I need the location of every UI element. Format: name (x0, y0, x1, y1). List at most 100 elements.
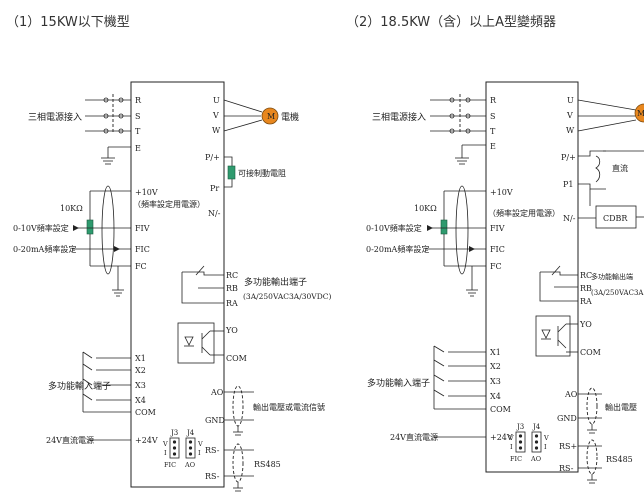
left-relay-rating: (3A/250VAC3A/30VDC) (243, 292, 331, 301)
left-term-x3: X3 (135, 381, 146, 390)
right-term-24v: +24V (490, 433, 513, 442)
left-term-v: V (212, 111, 219, 120)
right-term-10v: +10V (490, 188, 513, 197)
right-jumper-j4: J4 (532, 423, 541, 431)
right-term-x1: X1 (490, 348, 501, 357)
left-input-switches (82, 351, 131, 413)
right-term-x2: X2 (490, 362, 501, 371)
right-ao-shield (586, 387, 598, 425)
right-term-p-plus: P/+ (561, 153, 576, 162)
left-term-fic: FIC (135, 245, 150, 254)
left-supply-note: （頻率設定用電源） (133, 199, 205, 209)
left-jumper-v: V (162, 440, 168, 448)
left-term-x1: X1 (135, 354, 146, 363)
right-power-label: 三相電源接入 (372, 111, 426, 123)
right-cdbr-label: CDBR (603, 214, 628, 223)
left-relay-label: 多功能輸出端子 (244, 276, 307, 288)
right-relay-label: 多功能輸出端 (591, 272, 633, 281)
left-power-label: 三相電源接入 (28, 111, 82, 123)
right-term-com-in: COM (490, 405, 511, 414)
right-shield-loop (455, 185, 469, 275)
right-24v-label: 24V直流電源 (390, 432, 438, 442)
left-diagram: 三相電源接入 R S T E U V W M (13, 81, 331, 492)
left-term-x2: X2 (135, 366, 146, 375)
right-term-com-out: COM (580, 348, 601, 357)
right-term-fc: FC (490, 262, 502, 271)
right-term-w: W (566, 126, 575, 135)
right-diagram: 三相電源接入 R S T E U V W M (366, 81, 644, 484)
left-term-e: E (135, 144, 141, 153)
left-term-24v: +24V (135, 436, 158, 445)
left-term-10v: +10V (135, 188, 158, 197)
left-term-fc: FC (135, 262, 147, 271)
right-current-label: 0-20mA頻率設定 (366, 244, 429, 254)
left-term-ao: AO (210, 388, 224, 397)
left-power-switch (85, 94, 131, 134)
left-jumper-i2: I (198, 449, 201, 457)
right-term-p1: P1 (563, 180, 573, 189)
right-jumper-ao: AO (530, 455, 541, 463)
left-jumper-ao: AO (184, 461, 195, 469)
right-motor-symbol: M (637, 109, 644, 118)
right-term-ra: RA (580, 297, 592, 306)
right-relay-rating: (3A/250VAC3A (591, 289, 644, 297)
left-term-x4: X4 (135, 396, 146, 405)
right-rs485-shield (586, 439, 598, 475)
right-term-rs-plus: RS+ (559, 442, 577, 451)
right-motor-icon (634, 103, 644, 123)
left-term-ra: RA (226, 299, 238, 308)
right-jumper-fic: FIC (510, 455, 522, 463)
left-term-rs1: RS- (205, 446, 220, 455)
right-diagram-title: （2）18.5KW（含）以上A型變頻器 (346, 15, 557, 30)
left-term-rb: RB (226, 284, 238, 293)
left-ground-e (101, 146, 131, 165)
left-diagram-title: （1）15KW以下機型 (6, 15, 130, 30)
left-24v-label: 24V直流電源 (46, 435, 94, 445)
right-term-rs-minus: RS- (559, 464, 574, 473)
right-ground-rs485 (587, 474, 597, 484)
right-pot-label: 10KΩ (414, 204, 437, 213)
right-term-rc: RC (580, 271, 592, 280)
left-term-w: W (212, 126, 221, 135)
right-inverter-box (485, 81, 579, 473)
right-motor-wires (577, 99, 637, 132)
left-term-fiv: FIV (135, 224, 150, 233)
left-ao-label: 輸出電壓或電流信號 (253, 402, 325, 412)
right-optocoupler-icon (535, 315, 578, 357)
right-term-rb: RB (580, 284, 592, 293)
left-ground-ao (233, 426, 243, 436)
right-term-fiv: FIV (490, 224, 505, 233)
right-relay-contacts (539, 265, 578, 302)
left-term-u: U (213, 96, 220, 105)
left-term-rc: RC (226, 271, 238, 280)
right-potentiometer (440, 190, 486, 266)
left-term-yo: YO (225, 326, 238, 335)
right-ground-e (455, 144, 486, 165)
left-jumper-block: J3 J4 V I V I FIC AO (162, 429, 203, 469)
left-motor-wires (223, 99, 263, 132)
right-term-gnd: GND (557, 414, 577, 423)
left-term-com-out: COM (226, 354, 247, 363)
left-jumper-fic: FIC (164, 461, 176, 469)
right-jumper-v: V (508, 434, 514, 442)
left-optocoupler-icon (177, 322, 224, 364)
right-term-r: R (490, 96, 497, 105)
right-term-v: V (566, 111, 573, 120)
left-brake-label: 可接制動電阻 (238, 168, 286, 178)
left-motor-icon (261, 107, 279, 125)
left-term-pr: Pr (210, 184, 219, 193)
left-motor-symbol: M (267, 112, 275, 121)
left-jumper-j4: J4 (186, 429, 195, 437)
right-term-ao: AO (564, 390, 578, 399)
right-term-yo: YO (579, 320, 592, 329)
right-dc-reactor (595, 155, 601, 183)
right-dc-label: 直流 (612, 163, 628, 173)
left-term-gnd: GND (205, 416, 225, 425)
right-term-x4: X4 (490, 392, 501, 401)
left-term-r: R (135, 96, 142, 105)
left-inverter-box (130, 81, 225, 488)
left-voltage-label: 0-10V頻率設定 (13, 223, 69, 233)
left-potentiometer (86, 190, 131, 266)
left-input-label: 多功能輸入端子 (48, 380, 111, 392)
right-ground-fc (466, 266, 478, 297)
